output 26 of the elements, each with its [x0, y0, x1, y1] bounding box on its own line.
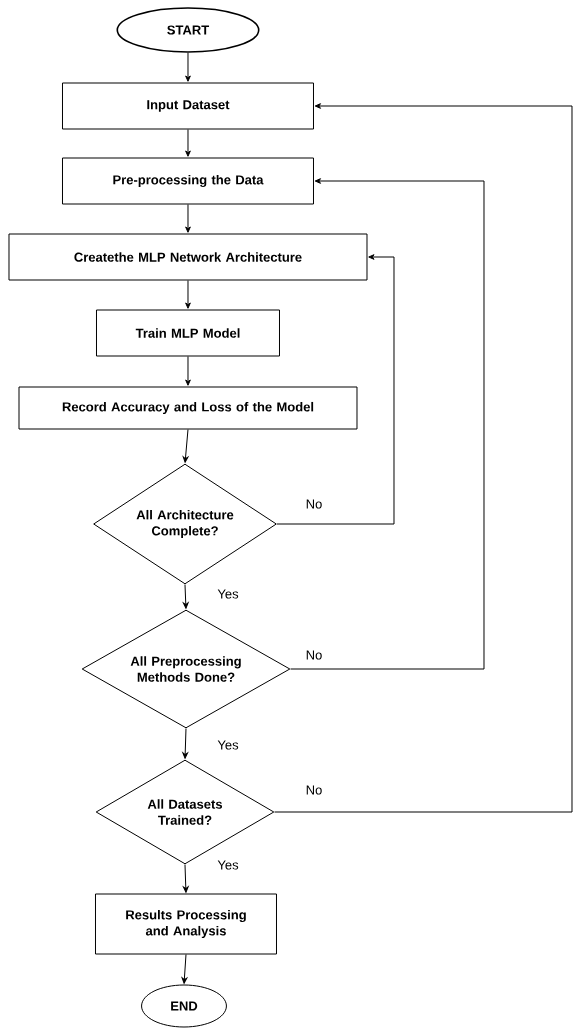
- arrow: [181, 954, 188, 984]
- arrow: [185, 356, 191, 386]
- arrow: [185, 280, 191, 309]
- start-terminal: START: [116, 7, 260, 53]
- process-box: Createthe MLP Network Architecture: [8, 233, 368, 281]
- process-box: Input Dataset: [62, 82, 314, 130]
- arrow: [185, 129, 191, 157]
- arrow: [182, 429, 189, 463]
- arrow: [182, 728, 189, 759]
- edge-label: No: [304, 784, 324, 796]
- loop-arrow: [274, 103, 573, 813]
- process-box: Record Accuracy and Loss of the Model: [18, 386, 358, 430]
- edge-label: Yes: [216, 588, 240, 600]
- edge-label: No: [304, 498, 324, 510]
- process-box: Pre-processing the Data: [62, 157, 314, 205]
- edge-label: Yes: [216, 739, 240, 751]
- arrow: [185, 204, 191, 233]
- loop-arrow: [290, 178, 485, 670]
- process-box: Train MLP Model: [96, 309, 280, 357]
- arrow: [182, 584, 189, 609]
- arrow: [185, 52, 191, 82]
- edge-label: No: [304, 649, 324, 661]
- arrow: [182, 864, 189, 893]
- loop-arrow: [276, 254, 395, 525]
- end-terminal: END: [141, 984, 227, 1028]
- process-box: Results Processing and Analysis: [95, 893, 277, 955]
